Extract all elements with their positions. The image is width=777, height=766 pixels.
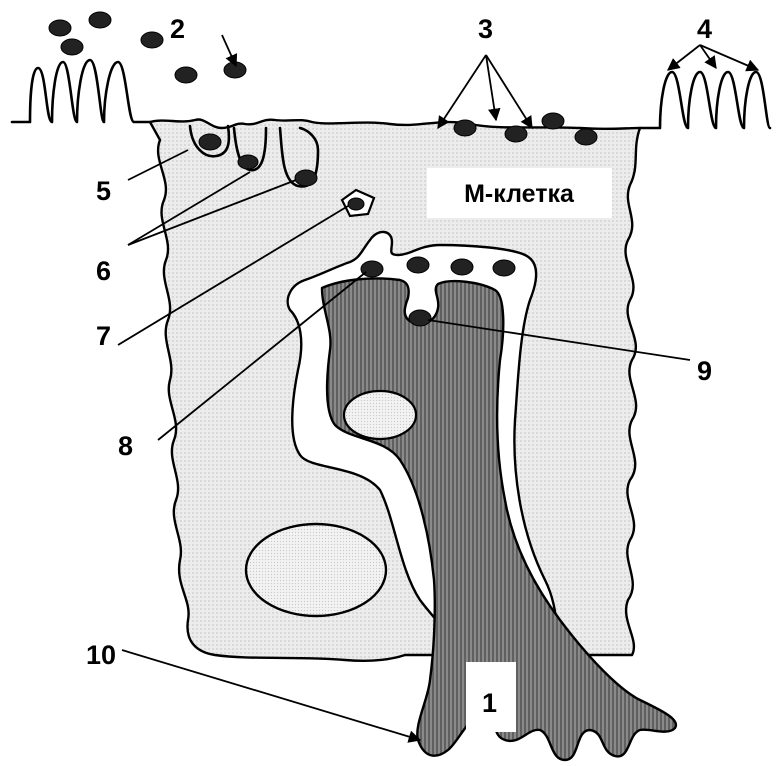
label-1: 1 xyxy=(482,688,497,718)
particle xyxy=(49,20,71,36)
label-7: 7 xyxy=(96,321,111,351)
particle xyxy=(493,260,515,276)
particle xyxy=(141,32,163,48)
particle xyxy=(361,261,383,277)
particle xyxy=(542,113,564,129)
particle xyxy=(409,310,431,326)
label-3: 3 xyxy=(478,14,493,44)
arrow-4a xyxy=(668,45,700,70)
particle xyxy=(295,170,317,186)
particle xyxy=(451,259,473,275)
particle xyxy=(505,126,527,142)
arrow-10 xyxy=(122,650,420,740)
arrow-3c xyxy=(486,55,532,128)
arrow-2 xyxy=(222,35,236,66)
particle xyxy=(238,155,258,169)
label-4: 4 xyxy=(697,14,712,44)
arrow-3a xyxy=(438,55,486,128)
m-cell-label: М-клетка xyxy=(464,180,575,208)
label-6: 6 xyxy=(96,256,111,286)
label-2: 2 xyxy=(170,14,185,44)
particle xyxy=(348,198,364,210)
right-microvilli xyxy=(640,72,770,128)
particle xyxy=(175,67,197,83)
particle xyxy=(454,120,476,136)
m-cell-nucleus xyxy=(246,524,386,616)
particle xyxy=(89,12,111,28)
label-9: 9 xyxy=(697,356,712,386)
left-microvilli xyxy=(12,60,150,122)
particle xyxy=(61,39,83,55)
particle xyxy=(407,257,429,273)
particle xyxy=(575,129,597,145)
arrow-3b xyxy=(486,55,496,120)
label-5: 5 xyxy=(96,176,111,206)
label-8: 8 xyxy=(118,431,133,461)
lymphocyte-nucleus xyxy=(344,391,416,439)
label-10: 10 xyxy=(86,640,116,670)
particle xyxy=(199,134,221,150)
